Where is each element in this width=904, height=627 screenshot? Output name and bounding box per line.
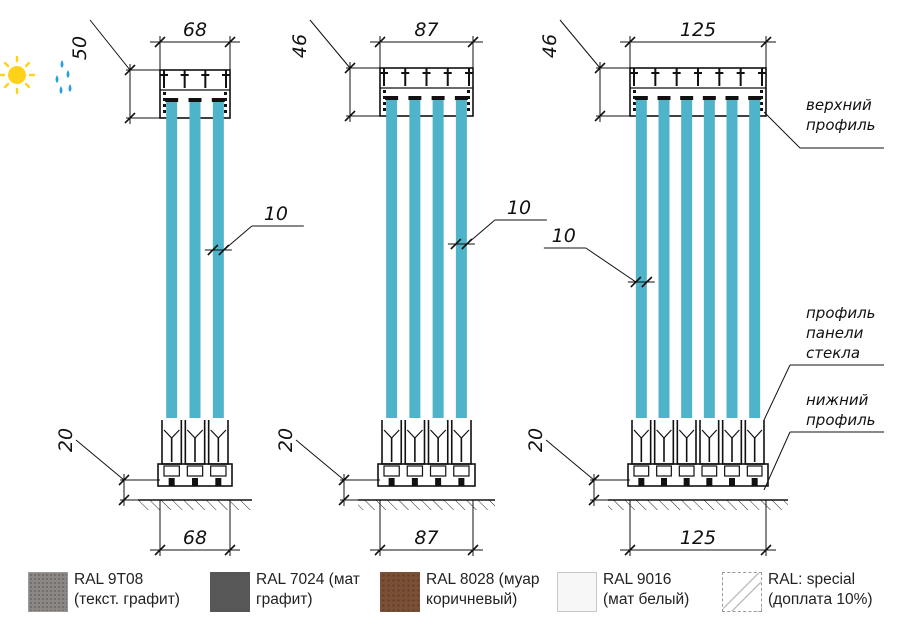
width-dimension-bottom-c: 125 bbox=[620, 500, 776, 556]
width-dimension-top-a: 68 bbox=[150, 19, 240, 70]
glass-panel-c-6 bbox=[749, 98, 761, 418]
top-height-dimension-a: 50 bbox=[69, 19, 160, 124]
glass-thickness-label-b: 10 bbox=[507, 197, 531, 219]
swatch-ral-9016 bbox=[557, 572, 597, 612]
bottom-height-label-c: 20 bbox=[525, 428, 547, 452]
bottom-profile-b bbox=[377, 420, 476, 487]
bottom-height-label-b: 20 bbox=[275, 428, 297, 452]
top-height-label-a: 50 bbox=[69, 36, 91, 60]
legend-ral-7024-line1: RAL 7024 (мат bbox=[256, 571, 360, 588]
width-label-top-a: 68 bbox=[183, 19, 207, 41]
legend-ral-9t08-line2: (текст. графит) bbox=[74, 591, 180, 608]
bottom-profile-c bbox=[627, 420, 769, 487]
profile-assembly-b: 87 87 46 20 10 bbox=[275, 19, 547, 556]
glass-panel-c-4 bbox=[703, 98, 715, 418]
top-height-dimension-b: 46 bbox=[289, 19, 380, 122]
glass-thickness-dimension-c: 10 bbox=[543, 225, 655, 288]
bottom-height-dimension-b: 20 bbox=[275, 428, 380, 506]
glass-panel-a-3 bbox=[212, 100, 224, 418]
width-dimension-bottom-a: 68 bbox=[150, 500, 240, 556]
glass-panel-b-2 bbox=[409, 98, 421, 418]
glass-thickness-label-c: 10 bbox=[552, 225, 576, 247]
glass-panel-a-1 bbox=[166, 100, 178, 418]
glass-panel-c-1 bbox=[635, 98, 647, 418]
top-profile-b bbox=[379, 67, 474, 117]
swatch-ral-7024 bbox=[210, 572, 250, 612]
callout-glass-line1: профиль bbox=[806, 304, 876, 322]
width-label-top-c: 125 bbox=[680, 19, 716, 41]
glass-thickness-dimension-a: 10 bbox=[204, 203, 304, 256]
legend-ral-special-line2: (доплата 10%) bbox=[768, 591, 873, 608]
legend-ral-8028-line2: коричневый) bbox=[426, 591, 518, 608]
width-label-top-b: 87 bbox=[414, 19, 438, 41]
callout-top-line2: профиль bbox=[806, 116, 876, 134]
floor-a bbox=[138, 499, 252, 510]
width-dimension-top-c: 125 bbox=[620, 19, 776, 68]
legend-ral-9016-line2: (мат белый) bbox=[603, 591, 690, 608]
top-profile-c bbox=[629, 67, 767, 117]
bottom-height-dimension-a: 20 bbox=[55, 428, 160, 506]
bottom-profile-a bbox=[157, 420, 233, 487]
callout-bottom-line2: профиль bbox=[806, 411, 876, 429]
callout-bottom-profile: нижний профиль bbox=[763, 391, 884, 491]
callout-top-line1: верхний bbox=[806, 96, 872, 114]
profile-assembly-a: 68 68 50 20 10 bbox=[55, 19, 304, 556]
glass-panel-b-4 bbox=[455, 98, 467, 418]
legend-ral-9016-line1: RAL 9016 bbox=[603, 571, 672, 588]
swatch-ral-special bbox=[722, 572, 762, 612]
callout-glass-line3: стекла bbox=[806, 344, 860, 362]
callout-bottom-line1: нижний bbox=[806, 391, 869, 409]
top-height-dimension-c: 46 bbox=[539, 19, 630, 122]
width-dimension-bottom-b: 87 bbox=[370, 500, 483, 556]
glass-panel-a-2 bbox=[189, 100, 201, 418]
bottom-height-dimension-c: 20 bbox=[525, 428, 630, 506]
profile-assembly-c: 125 125 46 20 10 bbox=[525, 19, 788, 556]
color-legend: RAL 9T08 (текст. графит) RAL 7024 (мат г… bbox=[0, 566, 904, 624]
callout-glass-profile: профиль панели стекла bbox=[763, 304, 884, 421]
floor-b bbox=[358, 499, 495, 510]
width-dimension-top-b: 87 bbox=[370, 19, 483, 68]
glass-thickness-label-a: 10 bbox=[264, 203, 288, 225]
legend-ral-special-line1: RAL: special bbox=[768, 571, 856, 588]
swatch-ral-9t08 bbox=[28, 572, 68, 612]
legend-ral-7024-line2: графит) bbox=[256, 591, 313, 608]
swatch-ral-8028 bbox=[380, 572, 420, 612]
top-height-label-b: 46 bbox=[289, 34, 311, 58]
bottom-height-label-a: 20 bbox=[55, 428, 77, 452]
glass-panel-c-5 bbox=[726, 98, 738, 418]
floor-c bbox=[608, 499, 788, 510]
legend-ral-8028-line1: RAL 8028 (муар bbox=[426, 571, 540, 588]
callout-top-profile: верхний профиль bbox=[763, 96, 884, 149]
top-height-label-c: 46 bbox=[539, 34, 561, 58]
width-label-bottom-c: 125 bbox=[680, 527, 716, 549]
callout-glass-line2: панели bbox=[806, 324, 864, 342]
width-label-bottom-a: 68 bbox=[183, 527, 207, 549]
sliding-glass-profiles-drawing: 68 68 50 20 10 87 87 46 20 10 125 125 46 20 10 верхний… bbox=[0, 19, 884, 556]
glass-panel-c-3 bbox=[681, 98, 693, 418]
glass-panel-b-3 bbox=[432, 98, 444, 418]
glass-panel-c-2 bbox=[658, 98, 670, 418]
legend-ral-9t08-line1: RAL 9T08 bbox=[74, 571, 144, 588]
glass-thickness-dimension-b: 10 bbox=[447, 197, 547, 250]
glass-panel-b-1 bbox=[386, 98, 398, 418]
width-label-bottom-b: 87 bbox=[414, 527, 438, 549]
sun-icon bbox=[0, 55, 36, 95]
rain-drops-icon bbox=[55, 60, 72, 94]
